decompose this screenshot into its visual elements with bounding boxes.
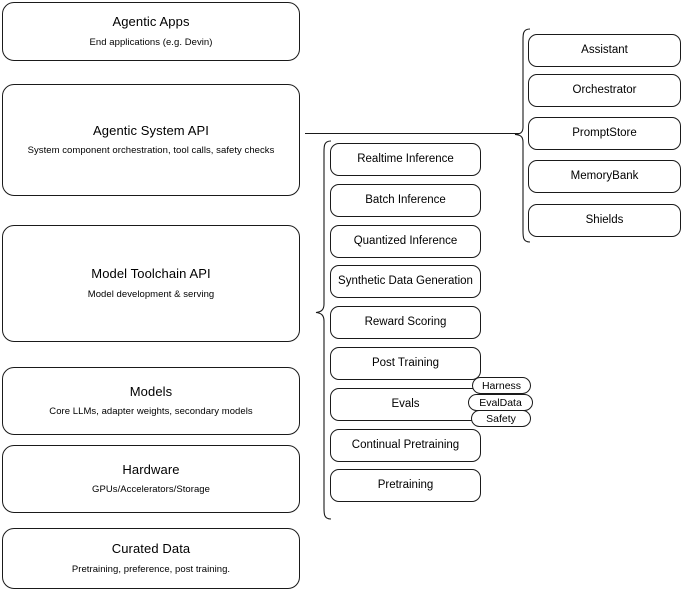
capability-label: Realtime Inference bbox=[357, 153, 454, 166]
capability-label: Batch Inference bbox=[365, 194, 446, 207]
connector-system-api-to-components bbox=[305, 133, 519, 134]
layer-subtitle: System component orchestration, tool cal… bbox=[27, 145, 275, 157]
layer-title: Models bbox=[129, 383, 173, 399]
capability-quantized-inference[interactable]: Quantized Inference bbox=[330, 225, 481, 258]
capability-label: Continual Pretraining bbox=[351, 439, 460, 452]
layer-title: Agentic System API bbox=[93, 122, 209, 138]
capability-label: Quantized Inference bbox=[353, 235, 458, 248]
eval-pill-label: EvalData bbox=[479, 396, 522, 409]
capability-label: Evals bbox=[391, 398, 420, 411]
layer-subtitle: Core LLMs, adapter weights, secondary mo… bbox=[49, 406, 253, 418]
capability-pretraining[interactable]: Pretraining bbox=[330, 469, 481, 502]
brace-toolchain-capabilities bbox=[315, 140, 332, 520]
eval-pill-label: Safety bbox=[486, 412, 516, 425]
layer-subtitle: Model development & serving bbox=[87, 288, 215, 300]
layer-title: Model Toolchain API bbox=[91, 266, 211, 282]
capability-continual-pretraining[interactable]: Continual Pretraining bbox=[330, 429, 481, 462]
layer-title: Hardware bbox=[122, 461, 180, 477]
layer-agentic-apps[interactable]: Agentic Apps End applications (e.g. Devi… bbox=[2, 2, 300, 61]
layer-subtitle: Pretraining, preference, post training. bbox=[71, 563, 231, 575]
capability-label: Pretraining bbox=[377, 479, 434, 492]
layer-title: Curated Data bbox=[111, 541, 191, 557]
eval-pill-harness[interactable]: Harness bbox=[472, 377, 531, 394]
eval-pill-evaldata[interactable]: EvalData bbox=[468, 394, 533, 411]
layer-models[interactable]: Models Core LLMs, adapter weights, secon… bbox=[2, 367, 300, 435]
layer-curated-data[interactable]: Curated Data Pretraining, preference, po… bbox=[2, 528, 300, 589]
capability-synthetic-data-generation[interactable]: Synthetic Data Generation bbox=[330, 265, 481, 298]
layer-hardware[interactable]: Hardware GPUs/Accelerators/Storage bbox=[2, 445, 300, 513]
component-label: Assistant bbox=[581, 44, 628, 57]
capability-label: Reward Scoring bbox=[364, 316, 447, 329]
capability-label: Synthetic Data Generation bbox=[338, 275, 473, 288]
capability-label: Post Training bbox=[371, 357, 440, 370]
layer-subtitle: GPUs/Accelerators/Storage bbox=[92, 484, 210, 496]
component-assistant[interactable]: Assistant bbox=[528, 34, 681, 67]
layer-agentic-system-api[interactable]: Agentic System API System component orch… bbox=[2, 84, 300, 196]
layer-model-toolchain-api[interactable]: Model Toolchain API Model development & … bbox=[2, 225, 300, 342]
capability-post-training[interactable]: Post Training bbox=[330, 347, 481, 380]
component-label: PromptStore bbox=[572, 127, 637, 140]
brace-system-components bbox=[514, 28, 531, 243]
capability-batch-inference[interactable]: Batch Inference bbox=[330, 184, 481, 217]
component-label: Shields bbox=[585, 214, 624, 227]
component-label: MemoryBank bbox=[570, 170, 639, 183]
eval-pill-safety[interactable]: Safety bbox=[471, 410, 531, 427]
component-orchestrator[interactable]: Orchestrator bbox=[528, 74, 681, 107]
component-promptstore[interactable]: PromptStore bbox=[528, 117, 681, 150]
eval-pill-label: Harness bbox=[481, 379, 522, 392]
capability-realtime-inference[interactable]: Realtime Inference bbox=[330, 143, 481, 176]
layer-title: Agentic Apps bbox=[112, 14, 190, 30]
component-shields[interactable]: Shields bbox=[528, 204, 681, 237]
component-label: Orchestrator bbox=[572, 84, 637, 97]
layer-subtitle: End applications (e.g. Devin) bbox=[89, 36, 213, 48]
component-memorybank[interactable]: MemoryBank bbox=[528, 160, 681, 193]
capability-reward-scoring[interactable]: Reward Scoring bbox=[330, 306, 481, 339]
capability-evals[interactable]: Evals bbox=[330, 388, 481, 421]
